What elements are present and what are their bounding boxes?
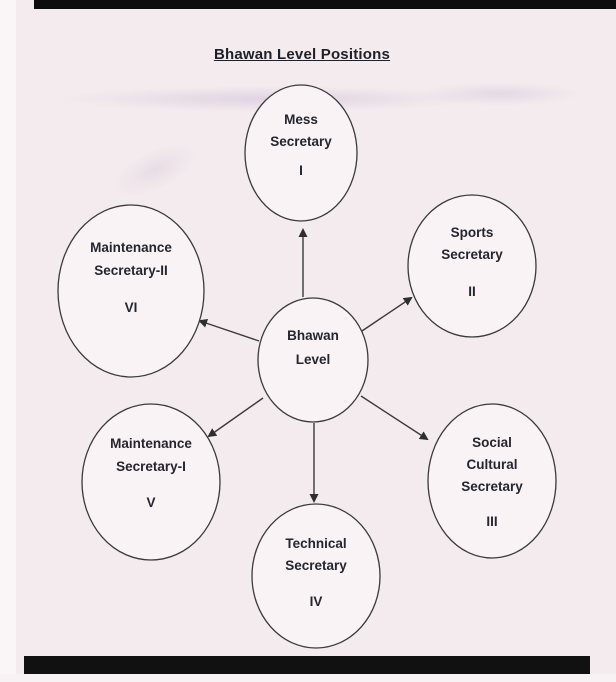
node-roman-numeral: IV bbox=[310, 594, 323, 609]
scan-artifact bbox=[420, 82, 580, 106]
maintenance-secretary-2-ellipse bbox=[57, 204, 205, 378]
connector-group bbox=[198, 228, 429, 503]
node-label: Secretary-II bbox=[94, 263, 168, 278]
node-technical-secretary: Technical Secretary IV bbox=[251, 503, 381, 649]
maintenance-secretary-1-ellipse bbox=[81, 403, 221, 561]
scan-border-bottom bbox=[24, 656, 590, 674]
arrow-to-maintenance-secretary-1 bbox=[207, 397, 264, 438]
node-bhawan-level: Bhawan Level bbox=[257, 297, 369, 423]
node-maintenance-secretary-1: Maintenance Secretary-I V bbox=[81, 403, 221, 561]
social-cultural-secretary-ellipse bbox=[427, 403, 557, 559]
node-label: Sports bbox=[451, 225, 494, 240]
node-mess-secretary: Mess Secretary I bbox=[244, 84, 358, 222]
node-label: Secretary bbox=[461, 479, 523, 494]
node-label: Secretary bbox=[270, 134, 332, 149]
mess-secretary-ellipse bbox=[244, 84, 358, 222]
node-social-cultural-secretary: Social Cultural Secretary III bbox=[427, 403, 557, 559]
node-label: Secretary bbox=[285, 558, 347, 573]
node-label: Maintenance bbox=[90, 240, 172, 255]
node-label: Secretary-I bbox=[116, 459, 186, 474]
bhawan-level-ellipse bbox=[257, 297, 369, 423]
node-roman-numeral: III bbox=[486, 514, 497, 529]
arrow-to-social-cultural-secretary bbox=[360, 395, 429, 441]
page-title: Bhawan Level Positions bbox=[213, 46, 391, 63]
node-label: Level bbox=[296, 352, 331, 367]
node-label: Secretary bbox=[441, 247, 503, 262]
arrow-to-maintenance-secretary-2 bbox=[198, 318, 260, 342]
page-title-wrap: Bhawan Level Positions bbox=[0, 46, 604, 64]
technical-secretary-ellipse bbox=[251, 503, 381, 649]
scan-left-margin bbox=[0, 0, 16, 682]
sports-secretary-ellipse bbox=[407, 194, 537, 338]
node-roman-numeral: II bbox=[468, 284, 476, 299]
node-label: Social bbox=[472, 435, 512, 450]
node-roman-numeral: V bbox=[146, 495, 155, 510]
node-roman-numeral: I bbox=[299, 163, 303, 178]
node-label: Bhawan bbox=[287, 328, 339, 343]
node-roman-numeral: VI bbox=[125, 300, 138, 315]
scan-bottom-margin bbox=[0, 674, 616, 682]
node-sports-secretary: Sports Secretary II bbox=[407, 194, 537, 338]
node-label: Maintenance bbox=[110, 436, 192, 451]
scan-border-top bbox=[34, 0, 616, 9]
node-label: Cultural bbox=[466, 457, 517, 472]
arrow-to-sports-secretary bbox=[361, 296, 413, 332]
node-maintenance-secretary-2: Maintenance Secretary-II VI bbox=[57, 204, 205, 378]
node-label: Technical bbox=[285, 536, 346, 551]
node-label: Mess bbox=[284, 112, 318, 127]
